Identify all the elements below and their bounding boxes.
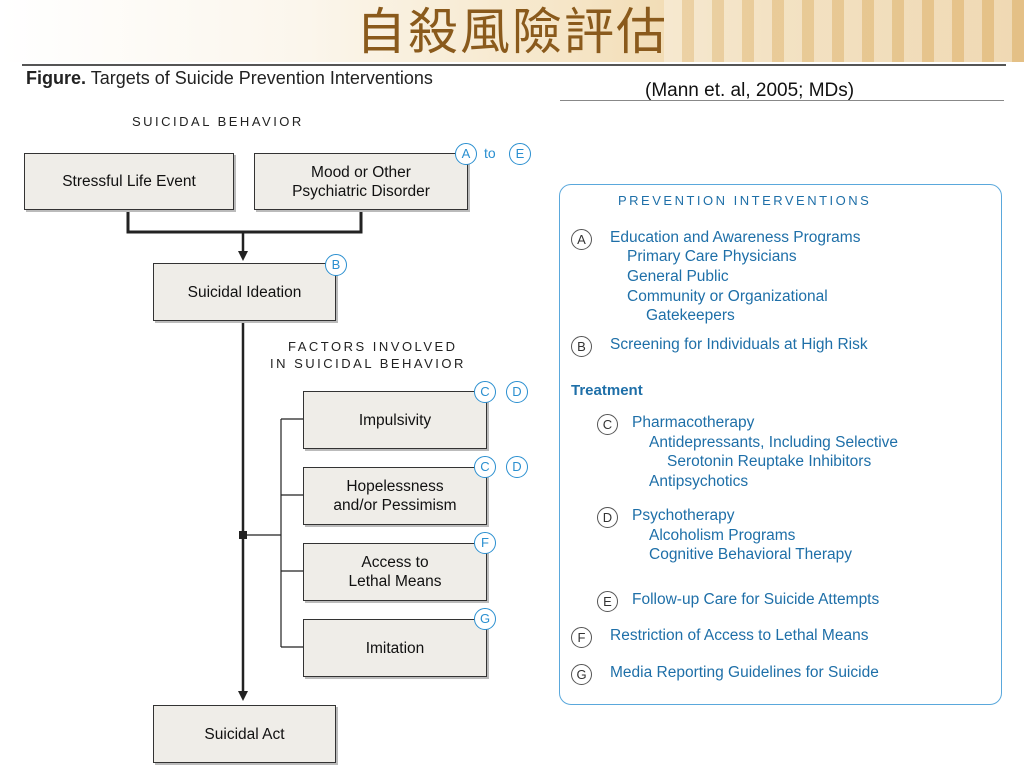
figure-caption: Figure. Targets of Suicide Prevention In…	[26, 68, 433, 89]
intervention-a-sub1: Primary Care Physicians	[627, 248, 797, 265]
intervention-e-title: Follow-up Care for Suicide Attempts	[632, 591, 880, 608]
tag-to-text: to	[484, 145, 496, 161]
intervention-a-sub3: Community or Organizational	[627, 288, 828, 305]
intervention-a-circle: A	[571, 229, 592, 250]
tag-e-circle: E	[509, 143, 531, 165]
factors-heading-line1: FACTORS INVOLVED	[288, 339, 458, 354]
impulsivity-box: Impulsivity	[303, 391, 487, 449]
stressful-label: Stressful Life Event	[62, 173, 196, 190]
suicidal-ideation-box: Suicidal Ideation	[153, 263, 336, 321]
citation: (Mann et. al, 2005; MDs)	[645, 80, 855, 101]
intervention-a-title: Education and Awareness Programs	[610, 229, 861, 246]
prevention-interventions-panel: PREVENTION INTERVENTIONS A Education and…	[559, 184, 1002, 705]
hopelessness-box: Hopelessness and/or Pessimism	[303, 467, 487, 525]
intervention-c-sub2: Serotonin Reuptake Inhibitors	[667, 453, 872, 470]
tag-b-circle: B	[325, 254, 347, 276]
access-label-line2: Lethal Means	[348, 573, 442, 590]
skyline-decoration	[664, 0, 1024, 62]
intervention-b-circle: B	[571, 336, 592, 357]
intervention-f-title: Restriction of Access to Lethal Means	[610, 627, 869, 644]
access-label-line1: Access to	[361, 554, 429, 571]
access-lethal-means-box: Access to Lethal Means	[303, 543, 487, 601]
suicidal-act-box: Suicidal Act	[153, 705, 336, 763]
factors-heading-line2: IN SUICIDAL BEHAVIOR	[270, 356, 466, 371]
intervention-d-title: Psychotherapy	[632, 507, 735, 524]
junction-node	[239, 531, 247, 539]
stressful-life-event-box: Stressful Life Event	[24, 153, 234, 210]
mood-disorder-box: Mood or Other Psychiatric Disorder	[254, 153, 468, 210]
tag-d-circle-hopeless: D	[506, 456, 528, 478]
tag-d-circle-impulsivity: D	[506, 381, 528, 403]
suicidal-behavior-heading: SUICIDAL BEHAVIOR	[132, 114, 304, 129]
merge-connector	[126, 210, 363, 234]
tag-c-circle-impulsivity: C	[474, 381, 496, 403]
tag-f-circle: F	[474, 532, 496, 554]
mood-label-line1: Mood or Other	[311, 163, 411, 181]
intervention-d-circle: D	[597, 507, 618, 528]
mood-label-line2: Psychiatric Disorder	[292, 182, 430, 200]
intervention-c-sub1: Antidepressants, Including Selective	[649, 434, 899, 451]
imitation-box: Imitation	[303, 619, 487, 677]
hopeless-label-line1: Hopelessness	[346, 478, 444, 495]
header-rule	[22, 64, 1006, 66]
impulsivity-label: Impulsivity	[358, 411, 432, 429]
figure-label: Figure.	[26, 68, 87, 88]
intervention-c-sub3: Antipsychotics	[649, 473, 749, 490]
intervention-b-title: Screening for Individuals at High Risk	[610, 336, 868, 353]
intervention-a-sub2: General Public	[627, 268, 729, 285]
intervention-d-sub1: Alcoholism Programs	[649, 527, 796, 544]
intervention-g-title: Media Reporting Guidelines for Suicide	[610, 664, 879, 681]
act-label: Suicidal Act	[204, 725, 285, 743]
intervention-c-title: Pharmacotherapy	[632, 414, 755, 431]
intervention-e-circle: E	[597, 591, 618, 612]
title-banner	[0, 0, 1024, 62]
intervention-a-sub4: Gatekeepers	[646, 307, 735, 324]
tag-g-circle: G	[474, 608, 496, 630]
hopeless-label-line2: and/or Pessimism	[333, 497, 457, 514]
tag-a-circle: A	[455, 143, 477, 165]
intervention-g-circle: G	[571, 664, 592, 685]
figure-caption-text: Targets of Suicide Prevention Interventi…	[90, 68, 433, 88]
intervention-c-circle: C	[597, 414, 618, 435]
panel-heading: PREVENTION INTERVENTIONS	[618, 193, 872, 208]
tag-c-circle-hopeless: C	[474, 456, 496, 478]
ideation-label: Suicidal Ideation	[187, 283, 302, 301]
imitation-label: Imitation	[365, 639, 425, 657]
slide-title: 自殺風險評估	[356, 3, 668, 61]
intervention-d-sub2: Cognitive Behavioral Therapy	[649, 546, 853, 563]
treatment-heading: Treatment	[571, 382, 643, 399]
caption-rule	[560, 100, 1004, 101]
intervention-f-circle: F	[571, 627, 592, 648]
